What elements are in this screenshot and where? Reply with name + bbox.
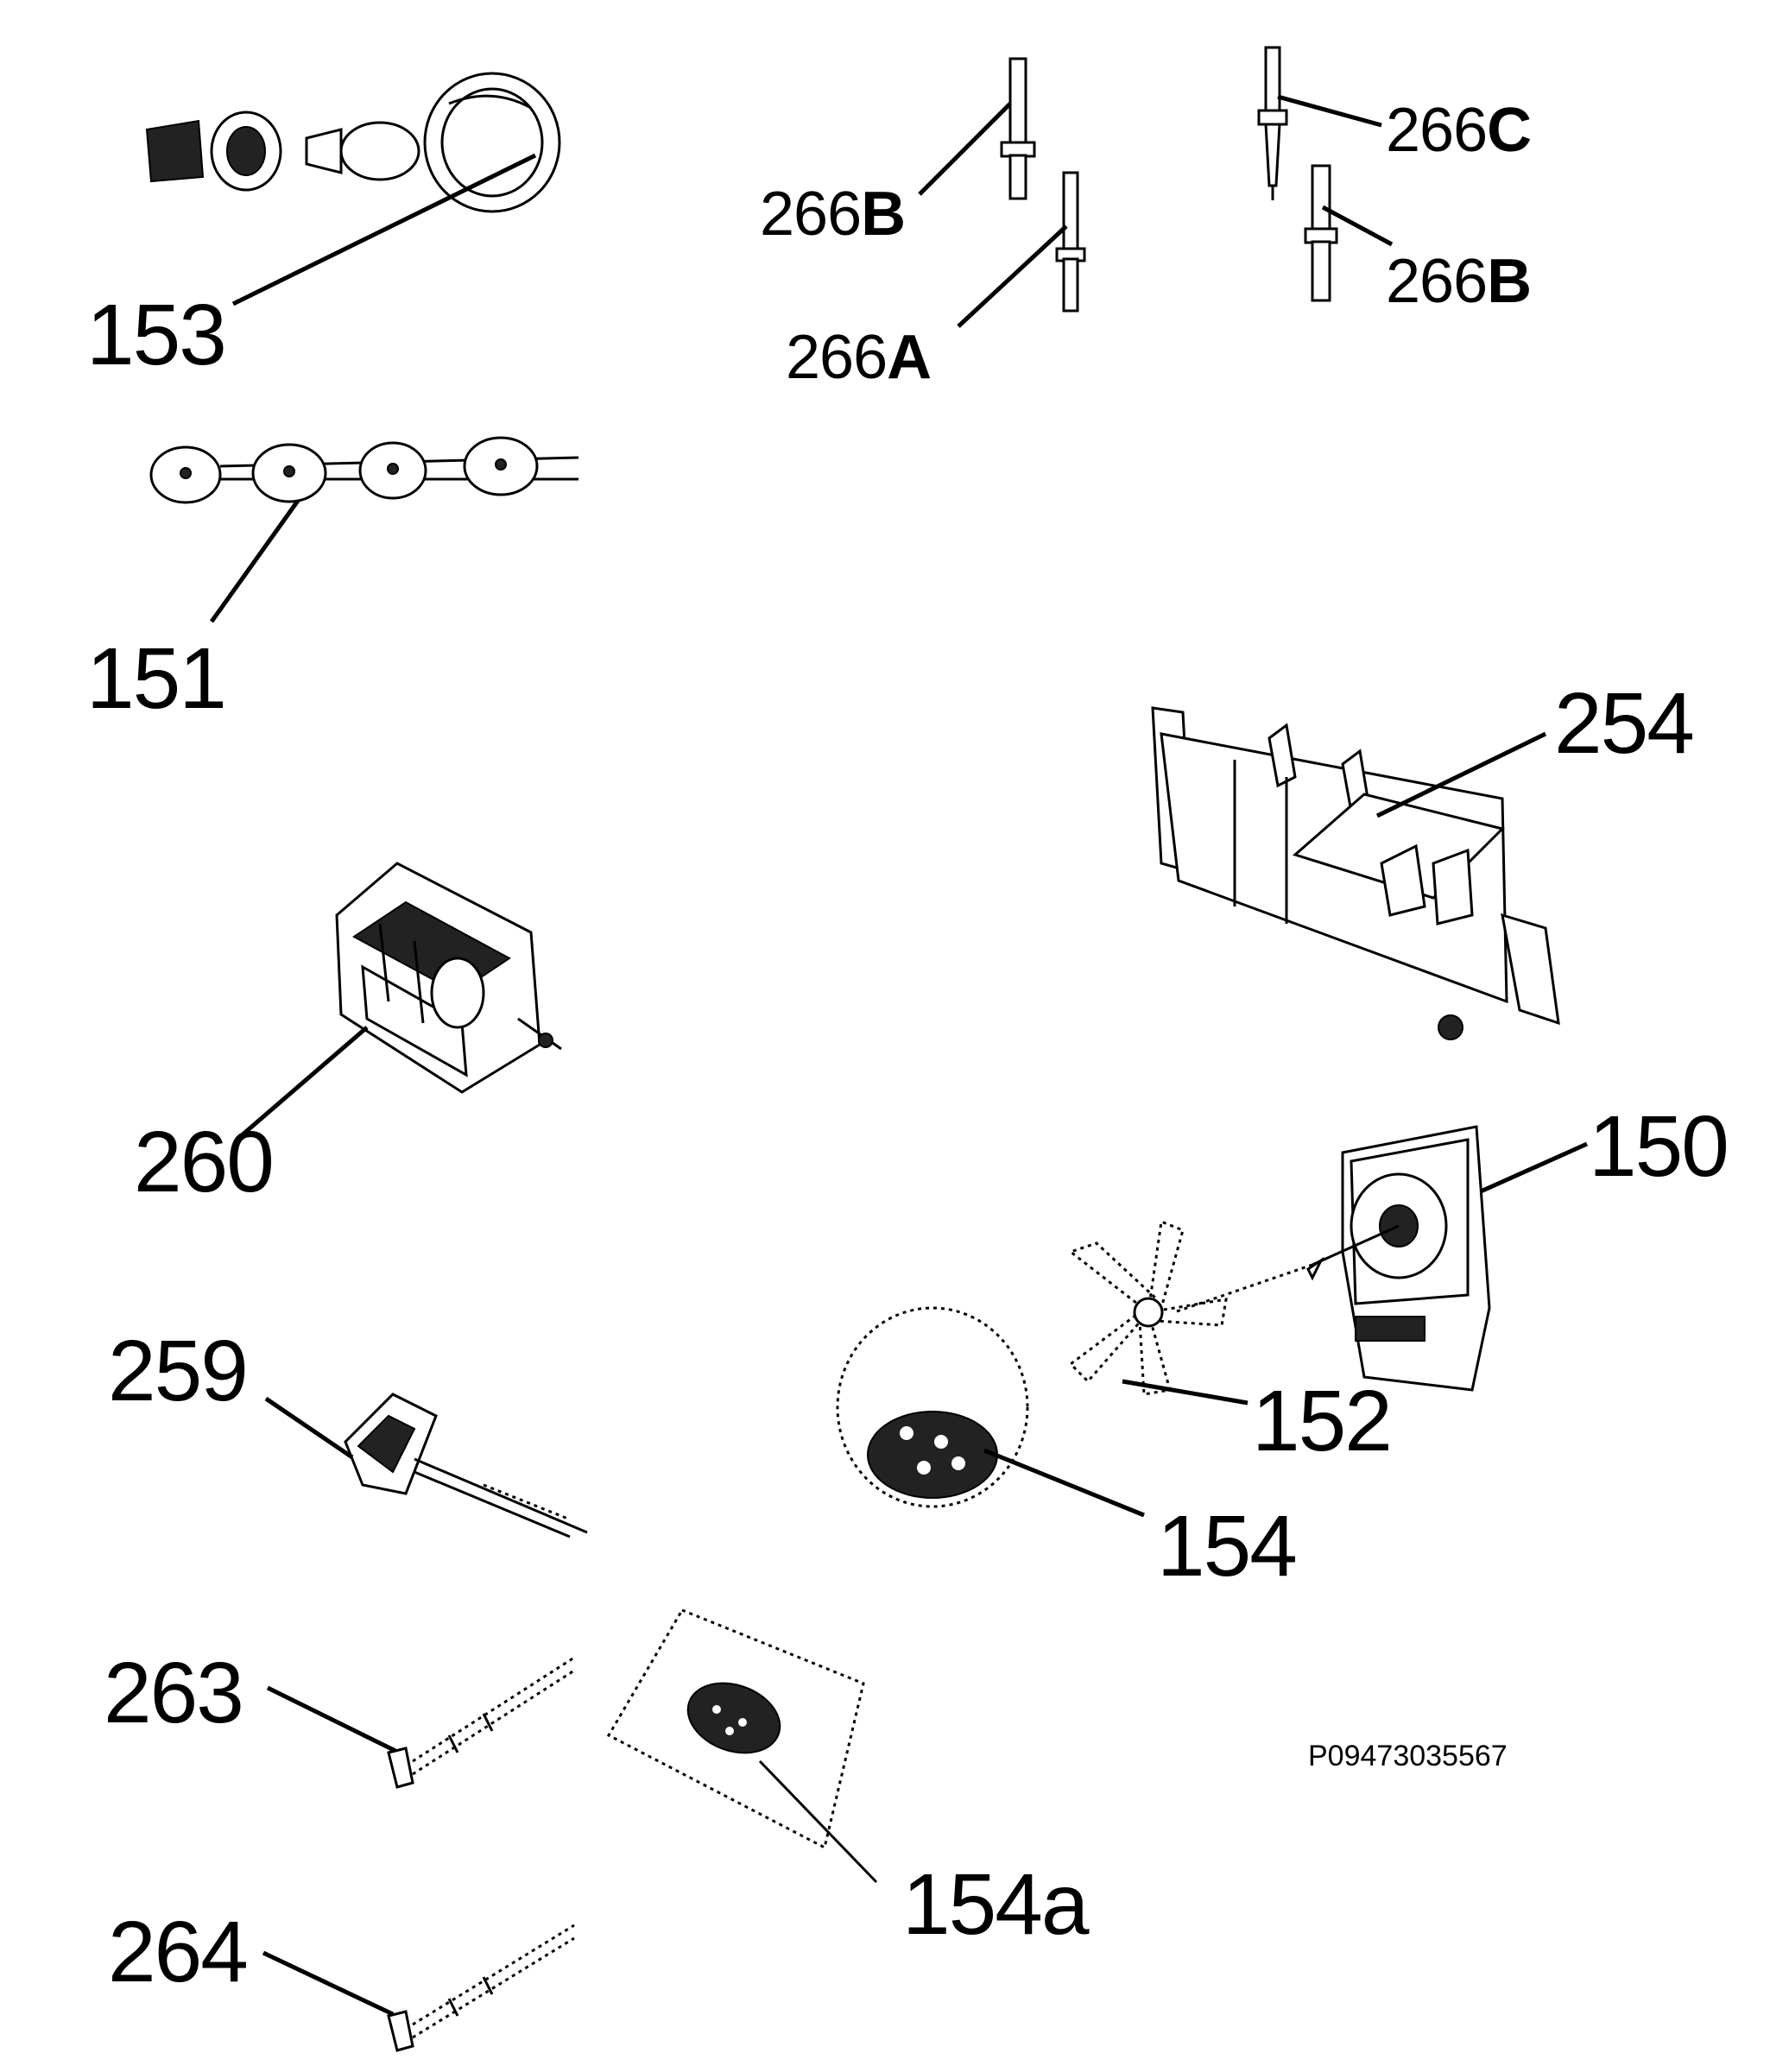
- part-154-catalytic-filter[interactable]: [836, 1306, 1029, 1508]
- leader-154: [983, 1448, 1145, 1518]
- leader-152: [1122, 1379, 1248, 1406]
- part-254-ignition-generator[interactable]: [1151, 706, 1560, 1040]
- callout-154: 154: [1157, 1498, 1296, 1595]
- part-153-oven-lamp-assembly[interactable]: [145, 72, 561, 213]
- part-151-wire-harness[interactable]: [149, 436, 579, 504]
- part-152-fan-blade[interactable]: [1067, 1219, 1313, 1396]
- callout-266b-left: 266B: [760, 180, 905, 249]
- leader-266c: [1277, 94, 1382, 128]
- leader-151: [209, 499, 300, 623]
- callout-266a: 266A: [786, 323, 931, 392]
- callout-151: 151: [86, 630, 225, 727]
- part-266c-electrode[interactable]: [1257, 46, 1288, 200]
- leader-263: [266, 1685, 397, 1753]
- part-259-thermostat[interactable]: [344, 1393, 588, 1538]
- callout-150: 150: [1589, 1098, 1728, 1195]
- callout-266c: 266C: [1386, 96, 1531, 165]
- callout-254: 254: [1554, 675, 1693, 772]
- callout-263: 263: [104, 1645, 243, 1741]
- callout-153: 153: [86, 287, 225, 383]
- part-263-terminal[interactable]: [387, 1656, 575, 1789]
- diagram-reference-code: P09473035567: [1308, 1740, 1508, 1772]
- part-260-selector-switch[interactable]: [335, 862, 562, 1094]
- callout-266b-right: 266B: [1386, 247, 1531, 316]
- leader-254: [1375, 731, 1547, 818]
- callout-154a: 154a: [902, 1856, 1090, 1953]
- leader-259: [264, 1396, 354, 1460]
- part-264-terminal[interactable]: [387, 1924, 575, 2052]
- leader-154a: [758, 1759, 878, 1884]
- leader-266b-right: [1321, 205, 1394, 247]
- leader-266a: [957, 224, 1068, 328]
- part-154a-catalytic-filter-panel[interactable]: [606, 1608, 865, 1850]
- leader-266b-left: [918, 102, 1012, 196]
- callout-260: 260: [134, 1114, 273, 1210]
- part-266b-left-electrode[interactable]: [1000, 57, 1036, 200]
- callout-259: 259: [108, 1323, 247, 1419]
- part-266b-right-electrode[interactable]: [1304, 164, 1338, 302]
- callout-264: 264: [108, 1904, 247, 2000]
- leader-153: [231, 153, 537, 306]
- part-266a-electrode[interactable]: [1055, 171, 1086, 313]
- leader-150: [1479, 1141, 1589, 1194]
- callout-152: 152: [1252, 1373, 1391, 1469]
- leader-264: [262, 1950, 395, 2017]
- part-150-fan-motor[interactable]: [1306, 1125, 1491, 1392]
- leader-260: [240, 1026, 369, 1137]
